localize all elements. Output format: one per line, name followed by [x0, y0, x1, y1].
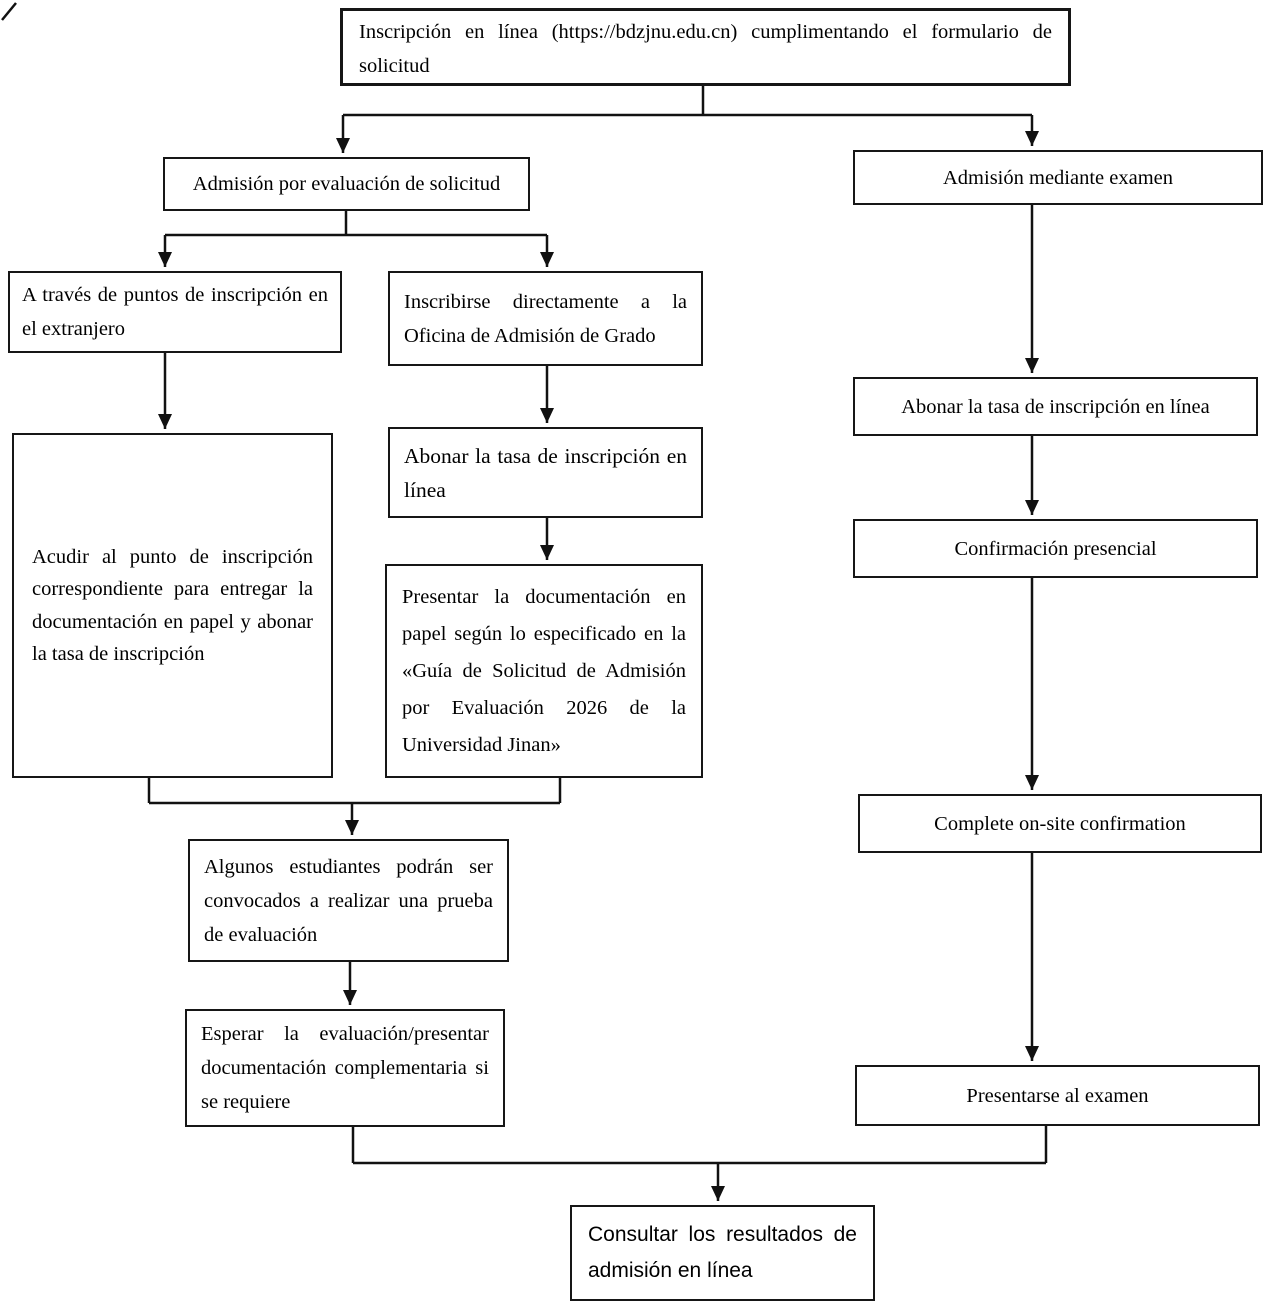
node-take-exam-label: Presentarse al examen — [966, 1084, 1149, 1107]
node-assessment-test-label: Algunos estudiantes podrán ser convocado… — [204, 855, 493, 946]
node-eval-admission: Admisión por evaluación de solicitud — [163, 157, 530, 211]
node-direct-office-label: Inscribirse directamente a la Oficina de… — [404, 290, 687, 347]
node-exam-admission-label: Admisión mediante examen — [943, 166, 1173, 189]
node-check-results-label: Consultar los resultados de admisión en … — [588, 1223, 857, 1282]
node-submit-docs: Presentar la documentación en papel segú… — [385, 564, 703, 778]
node-pay-fee-exam-label: Abonar la tasa de inscripción en línea — [901, 395, 1210, 418]
node-onsite-confirmation-label: Confirmación presencial — [954, 537, 1157, 560]
node-eval-admission-label: Admisión por evaluación de solicitud — [192, 173, 501, 195]
corner-artifact — [1, 2, 17, 21]
node-complete-onsite-label: Complete on-site confirmation — [934, 812, 1186, 835]
node-wait-evaluation-label: Esperar la evaluación/presentar document… — [201, 1023, 489, 1113]
node-online-registration: Inscripción en línea (https://bdzjnu.edu… — [340, 8, 1071, 86]
node-pay-fee-eval: Abonar la tasa de inscripción en línea — [388, 427, 703, 518]
node-overseas-points-label: A través de puntos de inscripción en el … — [22, 284, 328, 340]
node-visit-registration-point: Acudir al punto de inscripción correspon… — [12, 433, 333, 778]
node-onsite-confirmation: Confirmación presencial — [853, 519, 1258, 578]
node-exam-admission: Admisión mediante examen — [853, 150, 1263, 205]
node-assessment-test: Algunos estudiantes podrán ser convocado… — [188, 839, 509, 962]
node-pay-fee-exam: Abonar la tasa de inscripción en línea — [853, 377, 1258, 436]
node-take-exam: Presentarse al examen — [855, 1065, 1260, 1126]
node-online-registration-label: Inscripción en línea (https://bdzjnu.edu… — [359, 21, 1052, 77]
node-wait-evaluation: Esperar la evaluación/presentar document… — [185, 1009, 505, 1127]
node-direct-office: Inscribirse directamente a la Oficina de… — [388, 271, 703, 366]
node-pay-fee-eval-label: Abonar la tasa de inscripción en línea — [404, 443, 687, 502]
node-visit-registration-point-label: Acudir al punto de inscripción correspon… — [32, 545, 313, 666]
node-check-results: Consultar los resultados de admisión en … — [570, 1205, 875, 1301]
node-submit-docs-label: Presentar la documentación en papel segú… — [402, 585, 686, 756]
node-complete-onsite: Complete on-site confirmation — [858, 794, 1262, 853]
node-overseas-points: A través de puntos de inscripción en el … — [8, 271, 342, 353]
